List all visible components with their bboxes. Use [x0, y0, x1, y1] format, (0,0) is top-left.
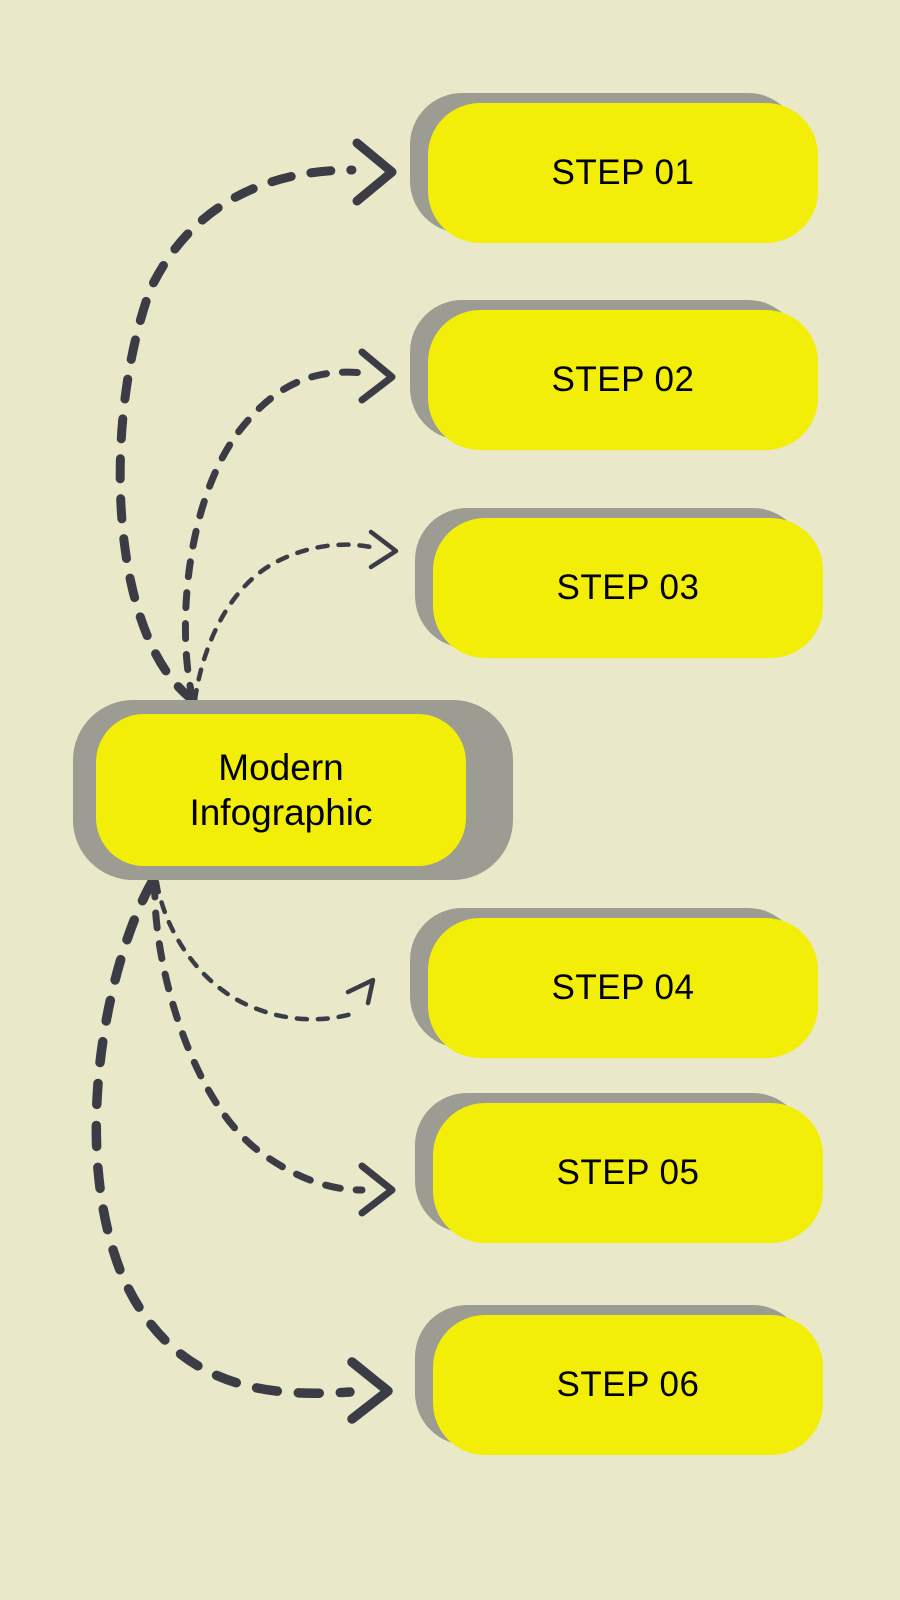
step-card-01-face: STEP 01: [428, 103, 818, 243]
connector-step-01: [115, 138, 397, 705]
connector-step-04: [154, 879, 376, 1022]
hub-card-face: Modern Infographic: [96, 714, 466, 866]
hub-title-line-2: Infographic: [189, 792, 373, 833]
hub-title: Modern Infographic: [189, 745, 372, 835]
step-card-01-label: STEP 01: [551, 153, 695, 192]
hub-title-line-1: Modern: [218, 746, 344, 788]
step-card-05-face: STEP 05: [433, 1103, 823, 1243]
step-card-01[interactable]: STEP 01: [410, 93, 818, 243]
step-card-03-label: STEP 03: [556, 568, 700, 607]
step-card-04-label: STEP 04: [551, 968, 695, 1007]
step-card-03[interactable]: STEP 03: [415, 508, 823, 658]
step-card-02-face: STEP 02: [428, 310, 818, 450]
step-card-06[interactable]: STEP 06: [415, 1305, 823, 1455]
connector-step-03: [192, 529, 399, 703]
step-card-04-face: STEP 04: [428, 918, 818, 1058]
step-card-05-label: STEP 05: [556, 1153, 700, 1192]
connector-step-05: [151, 878, 396, 1217]
connector-step-06: [91, 877, 393, 1424]
step-card-02[interactable]: STEP 02: [410, 300, 818, 450]
step-card-02-label: STEP 02: [551, 360, 695, 399]
hub-card[interactable]: Modern Infographic: [73, 700, 513, 880]
step-card-06-label: STEP 06: [556, 1365, 700, 1404]
step-card-05[interactable]: STEP 05: [415, 1093, 823, 1243]
connector-step-02: [181, 348, 396, 704]
step-card-03-face: STEP 03: [433, 518, 823, 658]
step-card-06-face: STEP 06: [433, 1315, 823, 1455]
step-card-04[interactable]: STEP 04: [410, 908, 818, 1058]
